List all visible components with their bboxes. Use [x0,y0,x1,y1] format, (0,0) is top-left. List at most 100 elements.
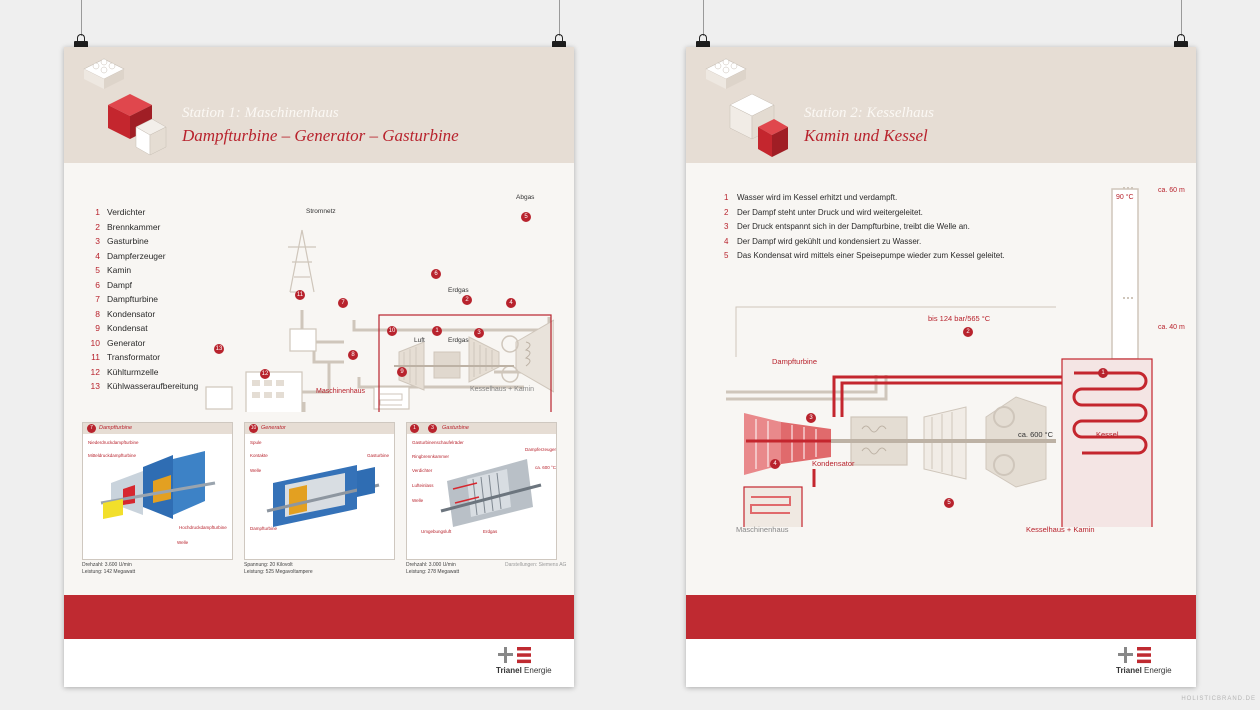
label-kesselhaus-kamin: Kesselhaus + Kamin [1026,525,1095,534]
poster-header: Station 1: Maschinenhaus Dampfturbine – … [64,47,574,163]
label-ca-600c: ca. 600 °C [1018,430,1054,439]
detail-card-dampfturbine: 7 Dampfturbine Niederdruckdampfturbine M… [82,422,233,560]
badge-step-3: 3 [806,413,816,423]
label-kessel: Kessel [1096,430,1119,439]
card-number: 7 [87,424,96,433]
card-label: Verdichter [412,468,433,473]
detail-card-generator: 10 Generator Spule Kontakte Welle Gastur… [244,422,395,560]
poster-title: Dampfturbine – Generator – Gasturbine [182,126,459,145]
binder-clip-icon [696,34,710,52]
card-label: Lufteinlass [412,483,434,488]
label-abgas: Abgas [516,194,535,201]
badge-gasturbine: 3 [474,328,484,338]
binder-clip-icon [1174,34,1188,52]
card-label: Kontakte [250,453,268,458]
trianel-logo: Trianel Energie [496,647,566,679]
boiler-schematic [726,187,1153,527]
label-ca-40m: ca. 40 m [1158,324,1185,331]
card-label: Spule [250,440,262,445]
card-label: Hochdruckdampfturbine [179,525,227,530]
gasturbine-illustration [440,459,542,527]
trianel-logo: Trianel Energie [1116,647,1186,679]
label-stromnetz: Stromnetz [306,208,336,215]
badge-step-2: 2 [963,327,973,337]
badge-kuehlturmzelle: 12 [260,369,270,379]
card-number: 10 [249,424,258,433]
plant-isometric-icon [705,58,788,157]
hanging-wire [703,0,704,36]
red-band [686,595,1196,639]
card-number: 1 [410,424,419,433]
badge-kondensat: 9 [397,367,407,377]
badge-brennkammer: 2 [462,295,472,305]
detail-card-gasturbine: 1 3 Gasturbine Gasturbinenschaufelräder … [406,422,557,560]
card-label: Umgebungsluft [421,529,452,534]
poster-header: Station 2: Kesselhaus Kamin und Kessel [686,47,1196,163]
label-dampfturbine: Dampfturbine [772,357,818,366]
red-band [64,595,574,639]
station-title: Station 1: Maschinenhaus [182,105,339,121]
label-maschinenhaus: Maschinenhaus [736,525,789,534]
card-label: Welle [250,468,262,473]
hanging-wire [81,0,82,36]
label-90c: 90 °C [1116,194,1134,201]
card-label: Gasturbine [367,453,390,458]
dampfturbine-illustration [100,451,216,519]
plant-schematic [205,229,554,412]
hanging-wire [559,0,560,36]
card-label: Dampferzeuger [525,447,557,452]
station-title: Station 2: Kesselhaus [804,105,934,121]
card-label: Dampfturbine [250,526,278,531]
card-label: Niederdruckdampfturbine [88,440,139,445]
badge-step-1: 1 [1098,368,1108,378]
card-label: Mitteldruckdampfturbine [88,453,137,458]
badge-kondensator: 8 [348,350,358,360]
card-label: ca. 600 °C [535,465,557,470]
card-label: Gasturbinenschaufelräder [412,440,464,445]
badge-verdichter: 1 [432,326,442,336]
poster-title: Kamin und Kessel [804,126,928,145]
poster-footer [64,639,574,687]
card-title: Generator [261,425,286,431]
card-title: Dampfturbine [99,425,133,431]
poster-kesselhaus: Station 2: Kesselhaus Kamin und Kessel 1… [686,47,1196,687]
hanging-wire [1181,0,1182,36]
badge-kamin: 5 [521,212,531,222]
card-number-2: 3 [428,424,437,433]
logo-wordmark: Trianel Energie [496,666,552,675]
trianel-logo-icon [498,647,531,664]
card-label: Ringbrennkammer [412,454,450,459]
label-ca-60m: ca. 60 m [1158,187,1185,194]
poster-footer [686,639,1196,687]
watermark: HOLISTICBRAND.DE [1181,696,1256,702]
label-maschinenhaus: Maschinenhaus [316,388,366,395]
badge-transformator: 11 [295,290,305,300]
card-title: Gasturbine [442,425,469,431]
card-label: Erdgas [483,529,498,534]
badge-dampf: 6 [431,269,441,279]
label-pressure: bis 124 bar/565 °C [928,314,991,323]
badge-generator: 10 [387,326,397,336]
card-label: Welle [412,498,424,503]
badge-kuehlwasser: 13 [214,344,224,354]
plant-isometric-icon [83,58,167,156]
